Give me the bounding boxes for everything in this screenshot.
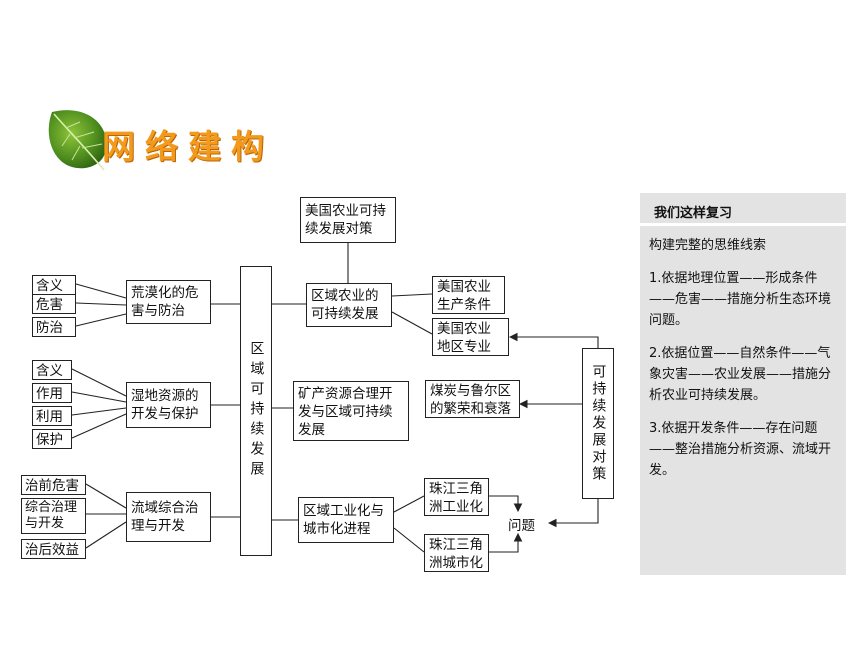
wetland-item-protect: 保护 (32, 429, 72, 449)
prd-industrialization: 珠江三角洲工业化 (424, 478, 489, 516)
strategy-label: 可持续发展对策 (590, 364, 607, 483)
us-agri-conditions: 美国农业生产条件 (432, 276, 505, 314)
desert-item-meaning: 含义 (32, 275, 76, 295)
panel-point-2: 2.依据位置——自然条件——气象灾害——农业发展——措施分析农业可持续发展。 (649, 346, 832, 403)
river-item-before: 治前危害 (21, 475, 86, 495)
river-item-after: 治后效益 (21, 539, 86, 559)
panel-point-3: 3.依据开发条件——存在问题——整治措施分析资源、流域开发。 (649, 421, 832, 478)
section-title: 网络建构 (44, 104, 304, 174)
mid-regional-agriculture: 区域农业的可持续发展 (306, 283, 392, 327)
panel-header: 我们这样复习 (640, 193, 846, 226)
connector-lines (71, 243, 599, 553)
wetland-item-use: 利用 (32, 406, 72, 426)
leaf-icon (48, 110, 107, 171)
mid-industrialization: 区域工业化与城市化进程 (298, 497, 394, 543)
topic-wetland: 湿地资源的开发与保护 (126, 382, 211, 428)
mid-mineral-resources: 矿产资源合理开发与区域可持续发展 (293, 381, 409, 441)
desert-item-prevention: 防治 (32, 317, 76, 337)
panel-point-1: 1.依据地理位置——形成条件——危害——措施分析生态环境问题。 (649, 271, 832, 328)
prd-urbanization: 珠江三角洲城市化 (424, 534, 489, 572)
river-item-governance: 综合治理与开发 (21, 498, 86, 534)
us-agri-strategy: 美国农业可持续发展对策 (300, 197, 396, 243)
center-label: 区域可持续发展 (248, 341, 265, 481)
us-agri-specialization: 美国农业地区专业化 (432, 318, 509, 356)
wetland-item-function: 作用 (32, 383, 72, 403)
desert-item-harm: 危害 (32, 294, 76, 314)
topic-desertification: 荒漠化的危害与防治 (126, 280, 211, 324)
review-panel: 我们这样复习 构建完整的思维线索 1.依据地理位置——形成条件——危害——措施分… (640, 193, 846, 575)
wetland-item-meaning: 含义 (32, 360, 72, 380)
coal-ruhr: 煤炭与鲁尔区的繁荣和衰落 (425, 380, 520, 418)
topic-river-basin: 流域综合治理与开发 (126, 492, 211, 542)
panel-body: 构建完整的思维线索 1.依据地理位置——形成条件——危害——措施分析生态环境问题… (649, 235, 841, 493)
page-title: 网络建构 (102, 127, 274, 166)
panel-intro: 构建完整的思维线索 (649, 238, 767, 253)
problem-label: 问题 (508, 518, 535, 534)
sustainable-strategy: 可持续发展对策 (582, 348, 614, 499)
center-sustainable-development: 区域可持续发展 (240, 266, 272, 556)
